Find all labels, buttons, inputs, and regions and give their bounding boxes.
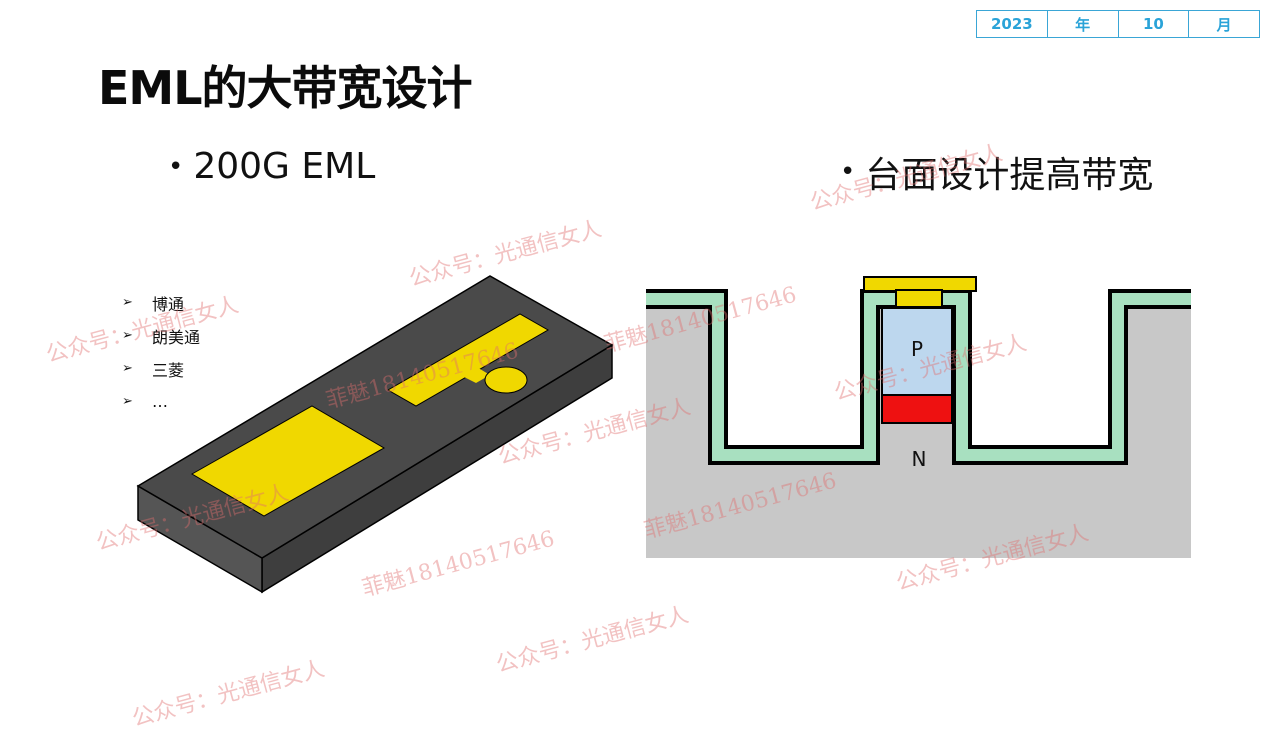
list-item: ➢博通 xyxy=(122,294,185,314)
page-title: EML的大带宽设计 xyxy=(98,61,473,115)
vendor-list: ➢博通 ➢朗美通 ➢三菱 ➢… xyxy=(122,286,200,418)
bullet-dot-icon: • xyxy=(840,157,856,187)
active-region xyxy=(881,394,953,424)
round-bond-pad xyxy=(484,366,528,394)
n-label: N xyxy=(912,447,927,471)
bullet-200g-eml: • 200G EML xyxy=(168,146,375,187)
bullet-text: 200G EML xyxy=(193,146,376,187)
t-electrode-stem xyxy=(454,363,490,383)
arrow-bullet-icon: ➢ xyxy=(122,394,133,409)
arrow-bullet-icon: ➢ xyxy=(122,295,133,310)
bullet-mesa-design: • 台面设计提高带宽 xyxy=(840,146,1153,198)
list-item: ➢朗美通 xyxy=(122,327,201,347)
year-value: 2023 xyxy=(977,11,1048,37)
t-electrode-bar xyxy=(386,313,550,407)
mesa-cross-section: P N xyxy=(646,276,1191,558)
list-item: ➢… xyxy=(122,392,168,411)
arrow-bullet-icon: ➢ xyxy=(122,328,133,343)
month-value: 10 xyxy=(1119,11,1190,37)
year-unit: 年 xyxy=(1048,11,1119,37)
top-metal-contact xyxy=(863,276,977,292)
date-header: 2023 年 10 月 xyxy=(976,10,1260,38)
month-unit: 月 xyxy=(1216,15,1232,34)
eml-chip-illustration xyxy=(136,275,614,594)
bullet-text: 台面设计提高带宽 xyxy=(865,155,1154,196)
p-label: P xyxy=(911,337,923,361)
bullet-dot-icon: • xyxy=(168,151,184,182)
list-item: ➢三菱 xyxy=(122,360,185,380)
metal-contact-stem xyxy=(895,289,943,308)
large-gold-pad xyxy=(190,405,386,517)
arrow-bullet-icon: ➢ xyxy=(122,361,133,376)
